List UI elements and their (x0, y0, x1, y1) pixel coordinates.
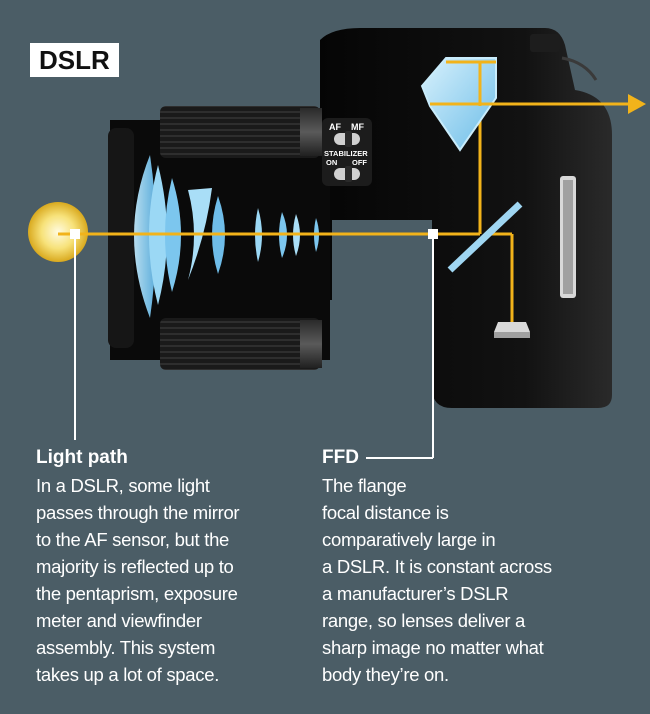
caption-line: majority is reflected up to (36, 556, 234, 577)
caption-line: meter and viewfinder (36, 610, 202, 631)
lens-switch-panel: AF MF STABILIZER ON OFF (322, 118, 372, 186)
caption-line: takes up a lot of space. (36, 664, 220, 685)
dslr-badge: DSLR (30, 43, 119, 77)
caption-line: The flange (322, 475, 407, 496)
caption-line: a manufacturer’s DSLR (322, 583, 509, 604)
stabilizer-label: STABILIZER (324, 149, 368, 158)
camera-body (320, 28, 612, 408)
caption-line: body they’re on. (322, 664, 449, 685)
caption-line: passes through the mirror (36, 502, 240, 523)
light-source (28, 202, 88, 262)
output-arrow-icon (628, 94, 646, 114)
focus-ring (160, 106, 320, 158)
caption-line: comparatively large in (322, 529, 496, 550)
ffd-title: FFD (322, 447, 359, 468)
light-path-caption: Light path In a DSLR, some light passes … (36, 446, 306, 688)
lens-front-rim (108, 128, 134, 348)
mf-label: MF (351, 122, 364, 132)
zoom-ring (160, 318, 320, 370)
caption-line: to the AF sensor, but the (36, 529, 230, 550)
rear-screen (560, 176, 576, 298)
caption-line: range, so lenses deliver a (322, 610, 526, 631)
caption-line: In a DSLR, some light (36, 475, 210, 496)
ffd-caption: FFD The flange focal distance is compara… (322, 446, 622, 688)
light-path-body: In a DSLR, some light passes through the… (36, 472, 306, 688)
ffd-marker (428, 229, 438, 239)
af-label: AF (329, 122, 341, 132)
light-path-marker (70, 229, 80, 239)
leader-lines (74, 239, 434, 459)
shutter-button (530, 34, 560, 52)
caption-line: focal distance is (322, 502, 449, 523)
on-label: ON (326, 158, 337, 167)
ffd-body: The flange focal distance is comparative… (322, 472, 622, 688)
caption-line: a DSLR. It is constant across (322, 556, 552, 577)
af-sensor (494, 322, 530, 338)
caption-line: assembly. This system (36, 637, 216, 658)
light-path-title: Light path (36, 447, 128, 468)
caption-line: the pentaprism, exposure (36, 583, 238, 604)
caption-line: sharp image no matter what (322, 637, 544, 658)
reflex-mirror (447, 201, 523, 273)
off-label: OFF (352, 158, 367, 167)
